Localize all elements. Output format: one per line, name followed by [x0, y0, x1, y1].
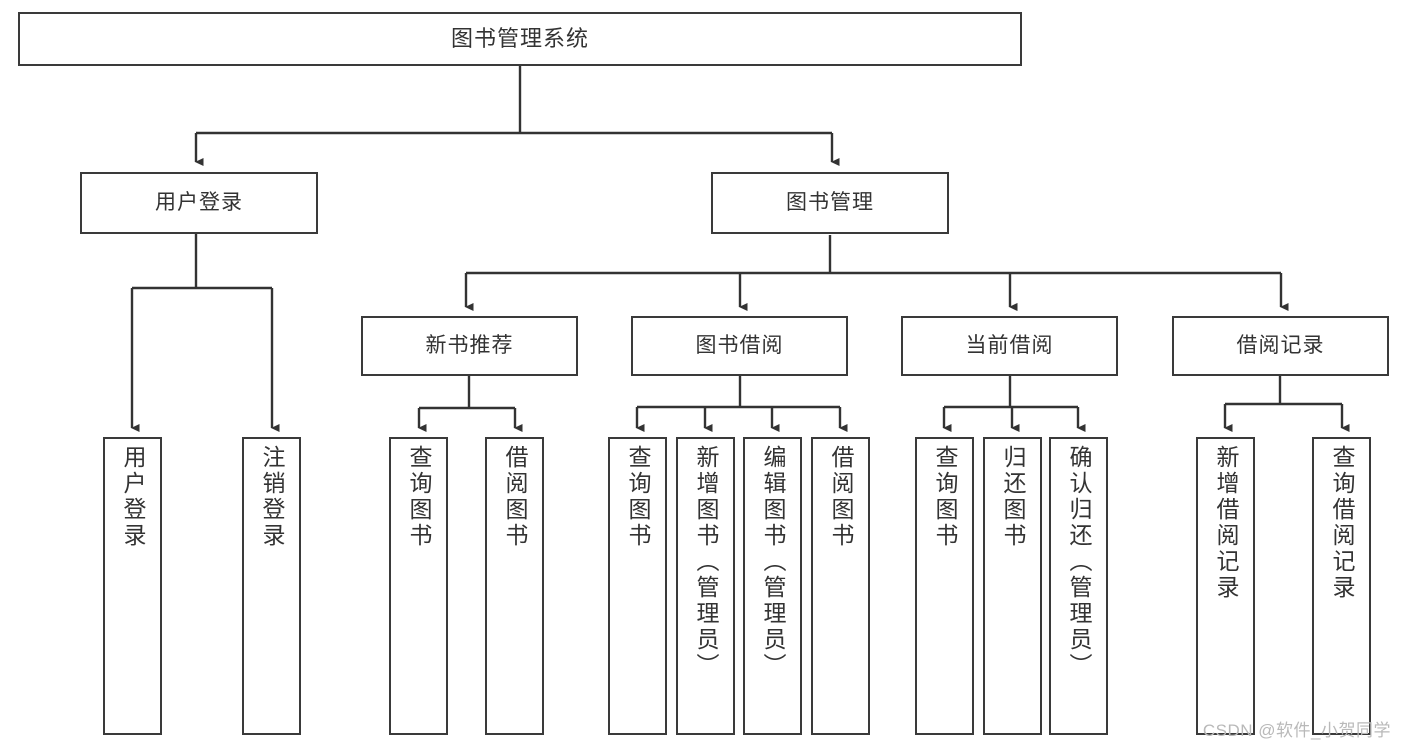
node-leaf-add-book-label: 新增图书（管理员） [693, 445, 719, 679]
node-leaf-return-book[interactable]: 归还图书 [983, 437, 1042, 735]
node-leaf-query-book-3-label: 查询图书 [932, 445, 958, 549]
node-borrow-record[interactable]: 借阅记录 [1172, 316, 1389, 376]
node-leaf-return-book-label: 归还图书 [1000, 445, 1026, 549]
node-leaf-borrow-book-1-label: 借阅图书 [502, 445, 528, 549]
node-book-manage[interactable]: 图书管理 [711, 172, 949, 234]
node-root[interactable]: 图书管理系统 [18, 12, 1022, 66]
node-book-borrow[interactable]: 图书借阅 [631, 316, 848, 376]
node-leaf-query-book-2[interactable]: 查询图书 [608, 437, 667, 735]
node-leaf-borrow-book-2-label: 借阅图书 [828, 445, 854, 549]
node-leaf-query-record-label: 查询借阅记录 [1329, 445, 1355, 601]
node-book-manage-label: 图书管理 [786, 191, 874, 215]
node-leaf-add-book[interactable]: 新增图书（管理员） [676, 437, 735, 735]
node-user-login-label: 用户登录 [155, 191, 243, 215]
node-leaf-query-book-1[interactable]: 查询图书 [389, 437, 448, 735]
node-user-login[interactable]: 用户登录 [80, 172, 318, 234]
node-new-book-recommend-label: 新书推荐 [425, 334, 514, 358]
watermark: CSDN @软件_小贺同学 [1202, 721, 1391, 740]
node-root-label: 图书管理系统 [450, 25, 589, 51]
node-leaf-user-logout[interactable]: 注销登录 [242, 437, 301, 735]
node-current-borrow[interactable]: 当前借阅 [901, 316, 1118, 376]
node-leaf-borrow-book-1[interactable]: 借阅图书 [485, 437, 544, 735]
node-borrow-record-label: 借阅记录 [1236, 334, 1325, 358]
node-leaf-add-record[interactable]: 新增借阅记录 [1196, 437, 1255, 735]
node-leaf-user-login-label: 用户登录 [120, 445, 146, 549]
node-book-borrow-label: 图书借阅 [695, 334, 784, 358]
node-leaf-confirm-return-label: 确认归还（管理员） [1066, 445, 1092, 679]
node-leaf-query-book-2-label: 查询图书 [625, 445, 651, 549]
node-leaf-query-book-1-label: 查询图书 [406, 445, 432, 549]
node-leaf-edit-book-label: 编辑图书（管理员） [760, 445, 786, 679]
node-leaf-add-record-label: 新增借阅记录 [1213, 445, 1239, 601]
node-new-book-recommend[interactable]: 新书推荐 [361, 316, 578, 376]
node-leaf-query-record[interactable]: 查询借阅记录 [1312, 437, 1371, 735]
node-leaf-confirm-return[interactable]: 确认归还（管理员） [1049, 437, 1108, 735]
node-current-borrow-label: 当前借阅 [965, 334, 1054, 358]
node-leaf-query-book-3[interactable]: 查询图书 [915, 437, 974, 735]
node-leaf-borrow-book-2[interactable]: 借阅图书 [811, 437, 870, 735]
node-leaf-user-logout-label: 注销登录 [259, 445, 285, 549]
node-leaf-edit-book[interactable]: 编辑图书（管理员） [743, 437, 802, 735]
node-leaf-user-login[interactable]: 用户登录 [103, 437, 162, 735]
